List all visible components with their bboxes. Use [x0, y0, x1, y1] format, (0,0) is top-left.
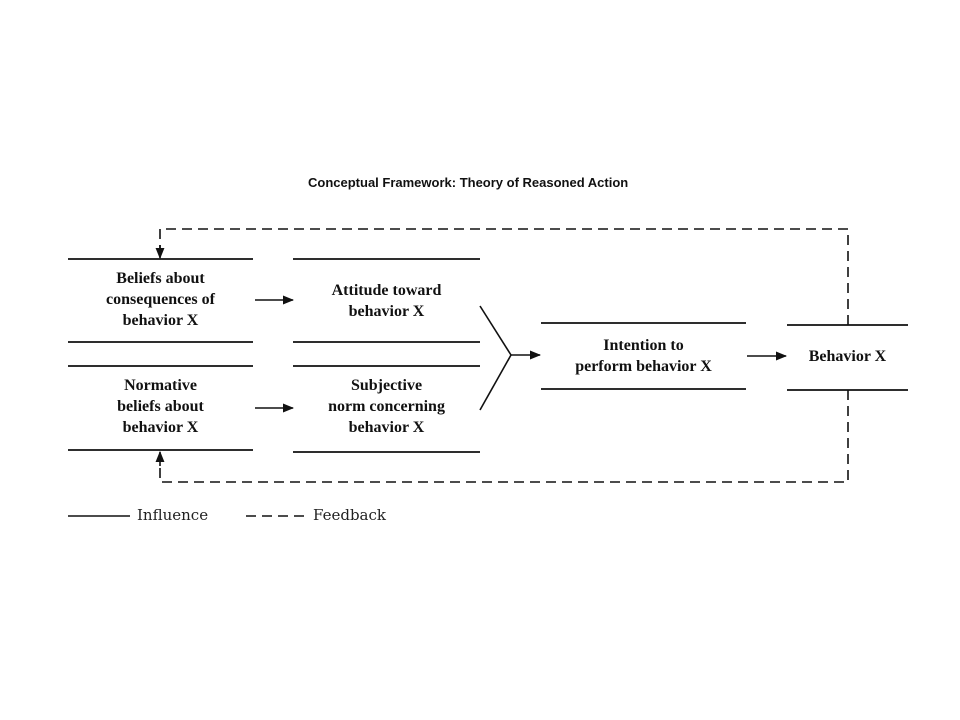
- node-intention: Intention to perform behavior X: [575, 337, 712, 375]
- diagram-title: Conceptual Framework: Theory of Reasoned…: [308, 175, 629, 190]
- node-attitude: Attitude toward behavior X: [331, 282, 442, 320]
- node-beliefs: Beliefs about consequences of behavior X: [106, 270, 215, 329]
- legend-influence-label: Influence: [137, 506, 209, 524]
- node-subjective: Subjective norm concerning behavior X: [328, 377, 445, 436]
- feedback-lower-loop: [159, 390, 849, 483]
- node-normative: Normative beliefs about behavior X: [117, 377, 204, 436]
- legend-feedback-label: Feedback: [313, 506, 386, 524]
- converge-upper-line: [479, 305, 512, 356]
- node-behavior: Behavior X: [808, 348, 887, 365]
- converge-lower-line: [479, 354, 512, 411]
- feedback-upper-loop: [159, 228, 849, 325]
